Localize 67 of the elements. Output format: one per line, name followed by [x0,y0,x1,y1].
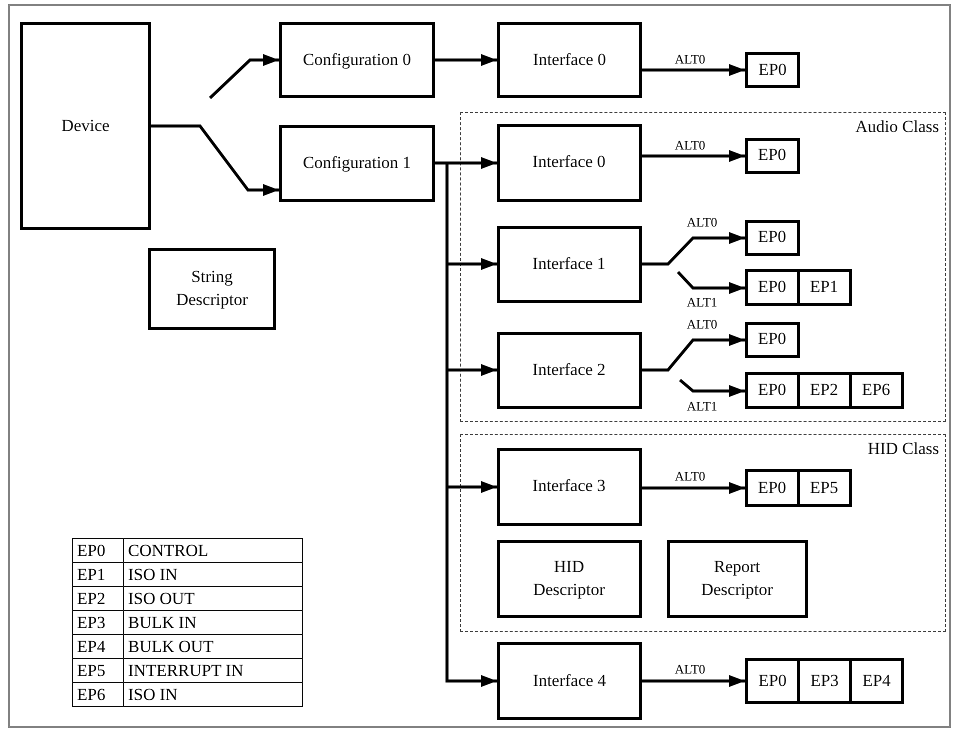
transfer-type-cell: ISO IN [124,562,302,586]
arrow [642,675,745,687]
endpoint-cell: EP3 [72,610,124,634]
endpoint-label: EP0 [756,476,788,498]
endpoint-cell: EP4 [72,634,124,658]
arrow [208,54,279,100]
endpoint-label: EP1 [796,272,848,302]
endpoint-cell: EP2 [72,586,124,610]
endpoint-label: EP0 [756,276,788,298]
transfer-type-cell: BULK IN [124,610,302,634]
edge-label: ALT0 [674,662,706,676]
transfer-type-cell: INTERRUPT IN [124,658,302,682]
endpoint-cell: EP1 [72,562,124,586]
endpoint-label: EP0 [756,379,788,401]
device-box: Device [20,22,151,230]
endpoint-label: EP5 [796,472,848,504]
class-label: Audio Class [855,117,939,137]
arrow [435,54,497,66]
endpoint-cell: EP5 [72,658,124,682]
endpoint-cell: EP6 [72,682,124,706]
endpoint-label: EP4 [849,661,901,701]
transfer-type-cell: ISO IN [124,682,302,706]
descriptor-box: HID Descriptor [496,540,642,618]
edge-label: ALT1 [686,400,718,412]
edge-label: ALT0 [686,318,718,330]
class-region [460,112,946,422]
arrow [642,64,745,76]
arrow [151,124,279,196]
edge-label: ALT1 [686,296,718,308]
transfer-type-cell: CONTROL [124,538,302,562]
endpoint-label: EP0 [757,670,788,692]
endpoint-cell: EP0 [72,538,124,562]
interface-box: Interface 0 [497,22,642,98]
arrow [679,378,745,397]
endpoint-box: EP0 [744,220,800,256]
arrow [642,334,745,372]
edge-label: ALT0 [686,216,718,228]
edge-label: ALT0 [674,470,706,482]
arrow [642,482,745,494]
interface-box: Interface 2 [496,332,642,408]
endpoint-group [744,268,852,306]
endpoint-box: EP0 [744,138,800,174]
class-label: HID Class [868,439,939,459]
transfer-type-cell: BULK OUT [124,634,302,658]
descriptor-box: String Descriptor [148,248,276,330]
endpoint-group [745,658,904,704]
endpoint-group [744,468,852,506]
endpoint-box: EP0 [744,322,800,358]
configuration-box: Configuration 0 [279,22,435,98]
endpoint-label: EP3 [797,661,849,701]
arrow [676,270,745,294]
descriptor-box: Report Descriptor [666,540,808,618]
endpoint-label: EP6 [848,374,900,406]
transfer-type-cell: ISO OUT [124,586,302,610]
arrow [642,232,745,266]
interface-box: Interface 1 [496,226,642,302]
arrow [642,150,745,162]
endpoint-label: EP2 [796,374,848,406]
interface-box: Interface 3 [496,448,642,526]
interface-box: Interface 0 [496,124,642,202]
edge-label: ALT0 [674,52,706,66]
class-region [460,434,946,632]
interface-box: Interface 4 [497,642,642,720]
endpoint-box: EP0 [745,52,800,88]
configuration-box: Configuration 1 [279,125,435,202]
endpoint-group [744,372,904,408]
edge-label: ALT0 [674,138,706,152]
